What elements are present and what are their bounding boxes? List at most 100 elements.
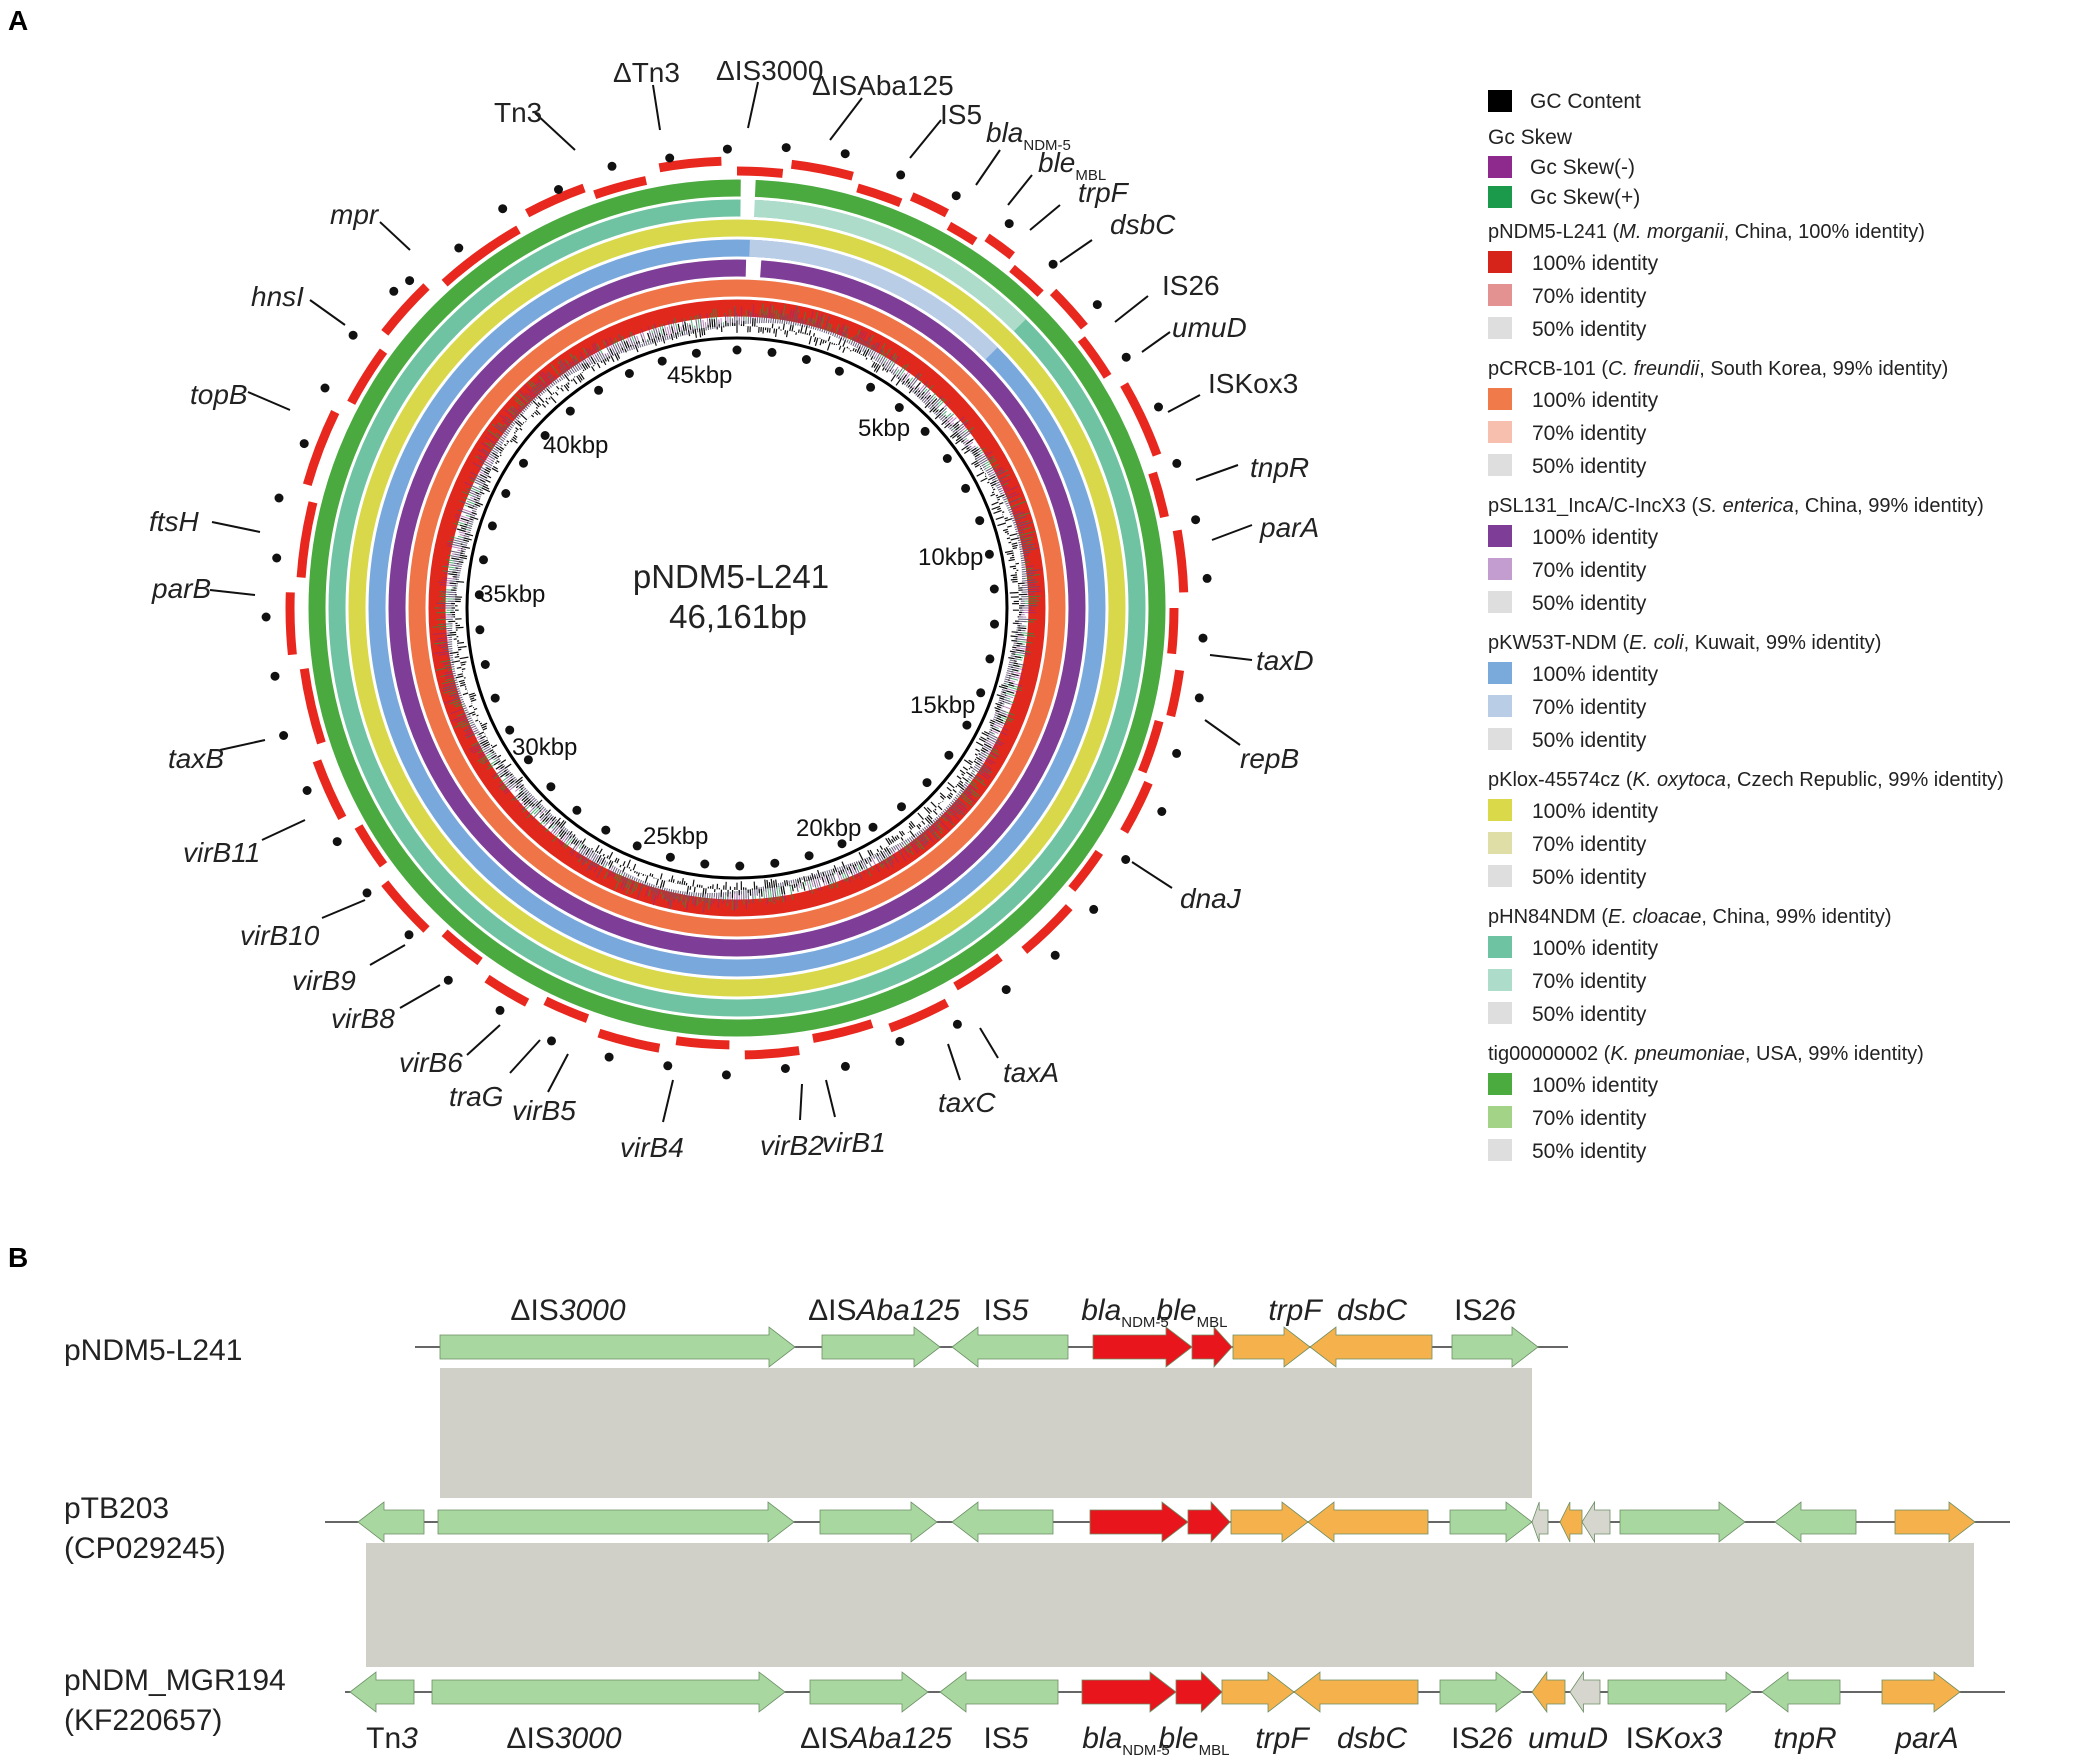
kbp-tick (944, 750, 954, 760)
kbp-label-25: 25kbp (643, 823, 708, 850)
gene-block-4 (658, 156, 722, 173)
legend-swatch-3-1 (1488, 525, 1512, 547)
kbp-tick (479, 555, 488, 565)
gene-block-3 (593, 176, 648, 200)
gene-label-dsbc: dsbC (1110, 209, 1176, 240)
marker-dot (554, 185, 563, 194)
kbp-tick (519, 458, 528, 468)
bottom-label-5: blaNDM-5 (1082, 1722, 1170, 1759)
marker-dot (781, 143, 791, 153)
legend-swatch-skew-pos (1488, 186, 1512, 208)
gene-label-dtn3: ΔTn3 (613, 57, 680, 88)
marker-dot (604, 1052, 614, 1062)
bottom-label-9: IS26 (1451, 1722, 1513, 1755)
legend-swatch-2-2 (1488, 421, 1512, 443)
kbp-label-10: 10kbp (918, 544, 983, 571)
identity-ring-6 (328, 199, 1146, 1017)
gene-label-trag: traG (449, 1081, 503, 1112)
panel-label-b: B (8, 1242, 28, 1273)
track3-gene-14 (1881, 1671, 1961, 1713)
track2-gene-7 (1230, 1501, 1309, 1543)
gene-block-31 (441, 929, 483, 966)
legend-swatch-6-2 (1488, 969, 1512, 991)
kbp-tick (942, 454, 952, 463)
homology-shading (366, 1368, 1974, 1667)
top-label-6: trpF (1268, 1294, 1323, 1327)
gene-block-41 (441, 241, 496, 287)
legend-identity-2-1: 100% identity (1532, 389, 1659, 412)
track3-gene-1 (349, 1671, 415, 1713)
legend-group-title-7: tig00000002 (K. pneumoniae, USA, 99% ide… (1488, 1043, 1924, 1065)
identity-ring-2 (408, 279, 1066, 937)
gene-label-is5: IS5 (940, 99, 982, 130)
gene-label-bla: blaNDM-5 (986, 117, 1071, 154)
marker-dot (1121, 352, 1131, 362)
gene-label-mpr: mpr (330, 199, 380, 230)
gene-label-taxd: taxD (1256, 645, 1314, 676)
legend-identity-3-3: 50% identity (1532, 592, 1647, 615)
top-label-4: blaNDM-5 (1081, 1294, 1169, 1331)
gene-label-dnaj: dnaJ (1180, 883, 1242, 914)
gene-label-taxa: taxA (1003, 1057, 1059, 1088)
track2-gene-6 (1187, 1500, 1231, 1544)
kbp-tick (975, 516, 985, 526)
legend-swatch-6-1 (1488, 936, 1512, 958)
legend-identity-4-2: 70% identity (1532, 696, 1647, 719)
legend-swatch-3-3 (1488, 591, 1512, 613)
legend-identity-5-1: 100% identity (1532, 800, 1659, 823)
legend-identity-2-2: 70% identity (1532, 422, 1647, 445)
kbp-tick (691, 348, 701, 358)
legend-group-title-1: pNDM5-L241 (M. morganii, China, 100% ide… (1488, 221, 1925, 243)
gene-label-tnpr: tnpR (1250, 452, 1309, 483)
track3-gene-8 (1293, 1671, 1419, 1713)
marker-dot (896, 170, 906, 180)
track2-gene-8 (1307, 1501, 1429, 1543)
marker-dot (495, 1005, 505, 1015)
kbp-tick (801, 355, 811, 364)
kbp-tick (834, 366, 844, 376)
gene-block-7 (856, 183, 903, 207)
marker-dot (498, 204, 508, 214)
gene-block-9 (946, 221, 978, 246)
linear-map: pNDM5-L241 pTB203 (CP029245) pNDM_MGR194… (64, 1294, 2010, 1759)
legend-swatch-skew-neg (1488, 156, 1512, 178)
track-accession-3: (KF220657) (64, 1704, 222, 1737)
backbone-ticks (474, 345, 999, 871)
legend-swatch-3-2 (1488, 558, 1512, 580)
legend-group-title-4: pKW53T-NDM (E. coli, Kuwait, 99% identit… (1488, 632, 1881, 654)
legend: GC Content Gc Skew Gc Skew(-) Gc Skew(+)… (1488, 90, 2004, 1163)
gene-label-virb2: virB2 (760, 1130, 824, 1161)
track3-gene-11 (1569, 1670, 1601, 1714)
kbp-tick (501, 489, 511, 498)
marker-dot (299, 439, 309, 449)
legend-identity-6-3: 50% identity (1532, 1003, 1647, 1026)
kbp-tick (984, 549, 994, 559)
gene-label-ftsh: ftsH (149, 506, 200, 537)
track-accession-2: (CP029245) (64, 1532, 226, 1565)
gene-labels-circular: Tn3 ΔTn3 ΔIS3000 ΔISAba125 IS5 blaNDM-5 … (149, 55, 1319, 1163)
track3-gene-4 (939, 1671, 1059, 1713)
track-name-2: pTB203 (64, 1492, 169, 1525)
kbp-label-30: 30kbp (512, 734, 577, 761)
kbp-tick (922, 778, 932, 788)
kbp-tick (735, 861, 745, 871)
legend-identity-1-2: 70% identity (1532, 285, 1647, 308)
marker-dot (721, 1070, 731, 1080)
kbp-label-45: 45kbp (667, 362, 732, 389)
gene-label-tn3: Tn3 (494, 97, 542, 128)
marker-dot (454, 243, 464, 253)
top-label-5: bleMBL (1157, 1294, 1228, 1331)
top-label-1: ΔIS3000 (510, 1294, 625, 1327)
marker-dot (272, 553, 282, 563)
gene-block-5 (736, 166, 784, 178)
kbp-tick (962, 720, 972, 730)
marker-dot (951, 191, 961, 201)
kbp-tick (989, 584, 999, 594)
kbp-tick (601, 825, 611, 835)
track2-gene-14 (1774, 1501, 1857, 1543)
gene-block-28 (597, 1028, 661, 1053)
track3-gene-5 (1081, 1671, 1177, 1713)
legend-gc-skew-pos: Gc Skew(+) (1530, 186, 1640, 209)
legend-identity-6-1: 100% identity (1532, 937, 1659, 960)
